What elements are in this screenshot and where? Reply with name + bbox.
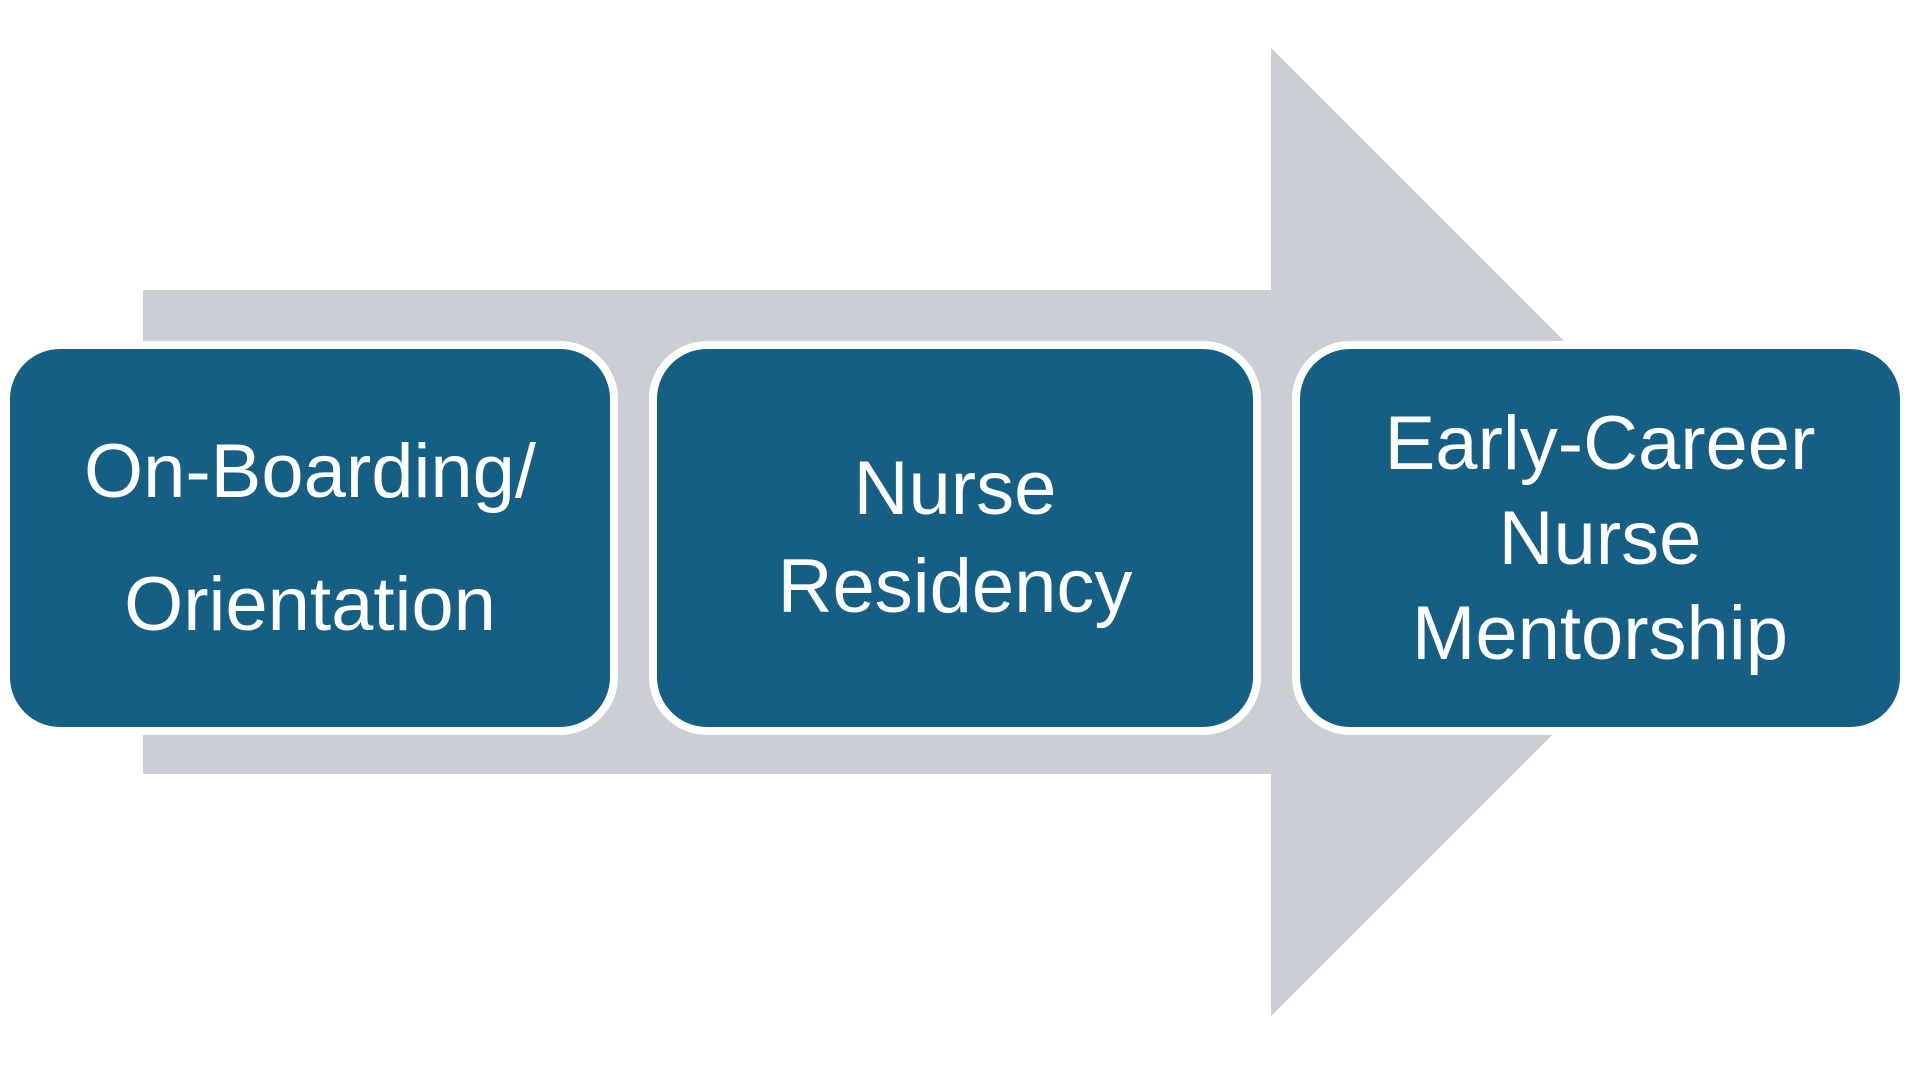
step-box-nurse-residency: Nurse Residency: [649, 341, 1261, 735]
step-label-onboarding-orientation: On-Boarding/ Orientation: [83, 429, 537, 647]
step-box-early-career-nurse-mentorship: Early-Career Nurse Mentorship: [1292, 341, 1908, 735]
step-label-early-career-nurse-mentorship: Early-Career Nurse Mentorship: [1384, 400, 1816, 676]
step-label-nurse-residency: Nurse Residency: [777, 446, 1133, 629]
step-box-onboarding-orientation: On-Boarding/ Orientation: [2, 341, 618, 735]
